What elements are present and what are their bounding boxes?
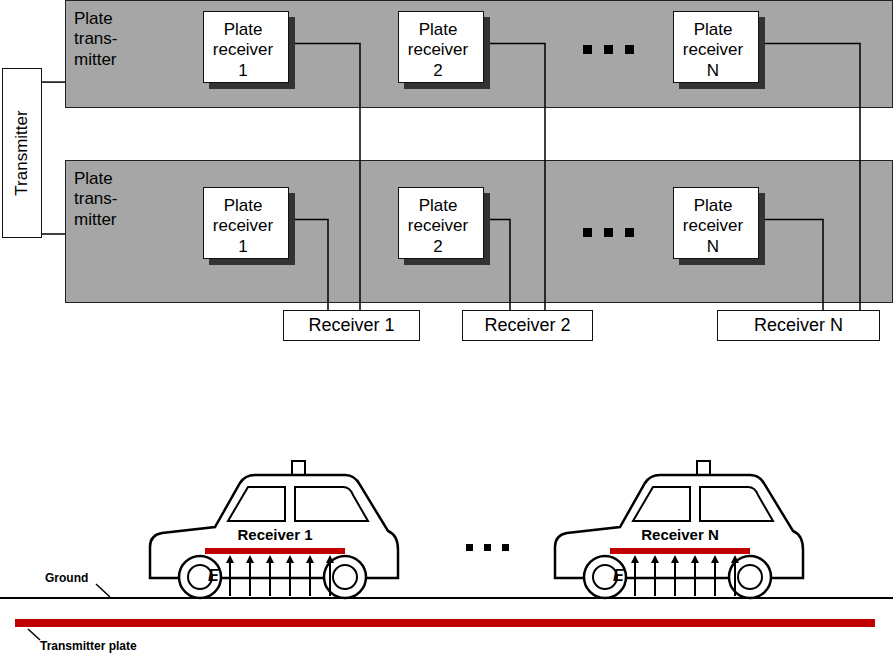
plate-receiver-box: Plate receiver 1 xyxy=(203,187,289,259)
wire-connector xyxy=(42,81,65,83)
plate-receiver-box: Plate receiver N xyxy=(673,11,759,83)
field-label: E xyxy=(208,568,219,584)
wire-connector xyxy=(484,219,510,310)
plate-receiver-box: Plate receiver 2 xyxy=(398,11,484,83)
receiver-plate-label: Receiver 1 xyxy=(237,527,312,542)
box-label: Plate receiver N xyxy=(682,196,744,257)
band-label: Plate trans- mitter xyxy=(74,9,136,70)
receiver-box: Receiver 1 xyxy=(283,310,420,341)
box-label: Plate receiver 1 xyxy=(212,196,274,257)
plate-receiver-box: Plate receiver N xyxy=(673,187,759,259)
plate-receiver-box: Plate receiver 1 xyxy=(203,11,289,83)
box-label: Plate receiver 2 xyxy=(407,20,469,81)
band-label: Plate trans- mitter xyxy=(74,169,136,230)
box-label: Receiver N xyxy=(754,315,843,336)
receiver-box: Receiver N xyxy=(717,310,880,341)
wire-connector xyxy=(289,43,360,310)
plate-transmitter-band: Plate trans- mitter Plate receiver 1 Plate… xyxy=(65,160,893,303)
wire-connector xyxy=(759,43,860,310)
wire-connector xyxy=(42,233,65,235)
plate-label: Transmitter plate xyxy=(40,640,137,652)
plate-receiver-box: Plate receiver 2 xyxy=(398,187,484,259)
wire-connector xyxy=(759,219,823,310)
box-label: Receiver 1 xyxy=(308,315,394,336)
ground-label: Ground xyxy=(45,572,88,584)
receiver-box: Receiver 2 xyxy=(462,310,593,341)
box-label: Plate receiver 1 xyxy=(212,20,274,81)
box-label: Receiver 2 xyxy=(484,315,570,336)
box-label: Plate receiver N xyxy=(682,20,744,81)
wire-connector xyxy=(289,219,328,310)
field-label: E xyxy=(613,568,624,584)
wire-connector xyxy=(484,43,545,310)
box-label: Plate receiver 2 xyxy=(407,196,469,257)
receiver-plate-label: Receiver N xyxy=(641,527,719,542)
transmitter-box: Transmitter xyxy=(2,68,42,238)
plate-transmitter-band: Plate trans- mitter Plate receiver 1 Plate… xyxy=(65,0,893,108)
box-label: Transmitter xyxy=(12,110,32,195)
